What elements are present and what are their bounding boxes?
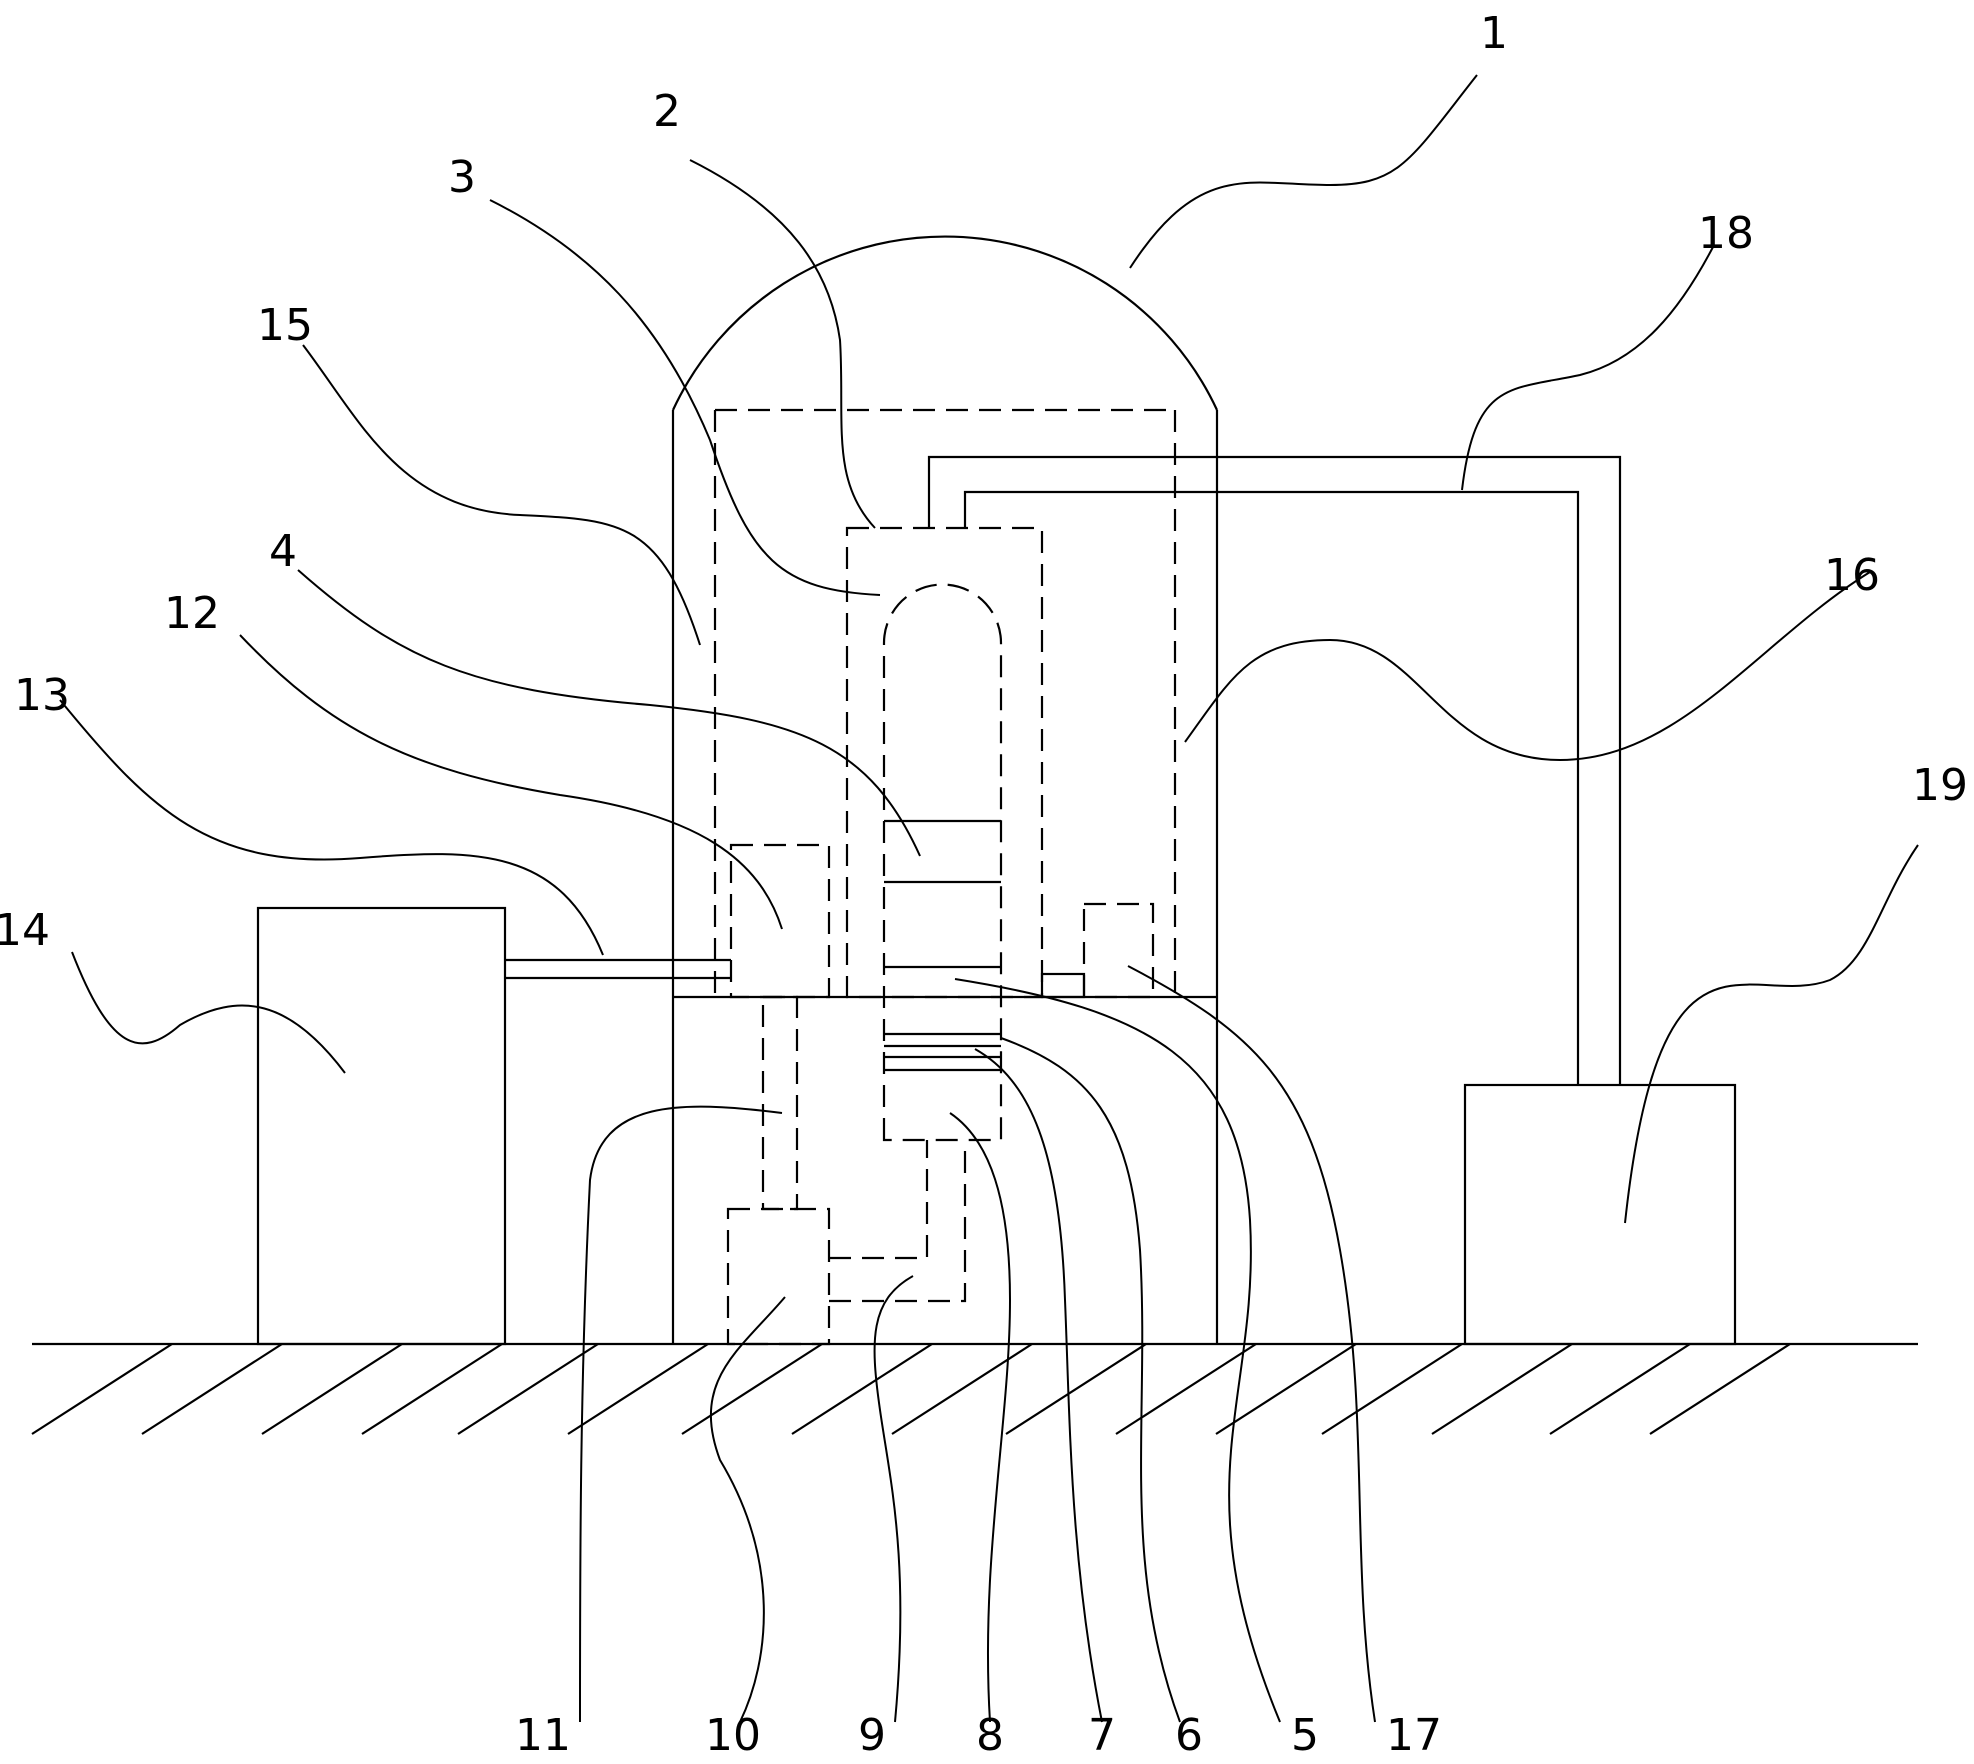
leader-7 <box>974 1048 1103 1723</box>
leader-15 <box>302 344 701 646</box>
callout-10: 10 <box>705 1710 761 1759</box>
callout-2: 2 <box>653 86 681 137</box>
leader-lines <box>59 74 1919 1723</box>
callout-16: 16 <box>1824 550 1880 601</box>
tank-19 <box>1463 1083 1737 1346</box>
leader-19 <box>1624 844 1919 1224</box>
callout-14: 14 <box>0 905 50 956</box>
pipe-13 <box>505 958 731 980</box>
callout-18: 18 <box>1698 208 1754 259</box>
callout-3: 3 <box>448 152 476 203</box>
component-17 <box>1040 902 1155 999</box>
leader-12 <box>239 634 783 930</box>
ground-hatching <box>31 1343 1791 1435</box>
callout-13: 13 <box>14 670 70 721</box>
pipe-9 <box>829 1140 967 1303</box>
vessel-enclosure <box>845 526 1044 999</box>
callout-5: 5 <box>1291 1710 1319 1759</box>
callout-6: 6 <box>1175 1710 1203 1759</box>
callout-9: 9 <box>858 1710 886 1759</box>
leader-9 <box>873 1275 914 1723</box>
leader-3 <box>489 199 881 596</box>
callout-8: 8 <box>976 1710 1004 1759</box>
pipe-18 <box>927 455 1622 1085</box>
leader-10 <box>709 1296 786 1723</box>
callout-12: 12 <box>164 588 220 639</box>
callout-7: 7 <box>1088 1710 1116 1759</box>
callout-17: 17 <box>1386 1710 1442 1759</box>
leader-1 <box>1129 74 1478 269</box>
leader-11 <box>579 1105 783 1723</box>
callout-11: 11 <box>515 1710 571 1759</box>
leader-2 <box>689 159 876 529</box>
lower-pool <box>726 1207 831 1346</box>
leader-16 <box>1184 571 1871 762</box>
leader-6 <box>1000 1037 1181 1723</box>
external-tank <box>256 906 507 1346</box>
callout-19: 19 <box>1912 760 1968 811</box>
callout-1: 1 <box>1480 8 1508 59</box>
inner-compartment <box>713 408 1177 997</box>
ground <box>31 1342 1918 1435</box>
reactor-vessel <box>882 583 1003 1142</box>
vessel-internals <box>884 819 1001 1072</box>
leader-13 <box>59 699 604 956</box>
callout-15: 15 <box>257 300 313 351</box>
leader-8 <box>949 1112 1012 1723</box>
callout-4: 4 <box>269 526 297 577</box>
leader-14 <box>71 951 346 1074</box>
leader-4 <box>297 569 921 857</box>
containment-dome <box>672 235 1218 411</box>
leader-17 <box>1127 965 1376 1723</box>
vertical-duct <box>761 995 799 1211</box>
containment-building <box>671 235 1219 1344</box>
leader-18 <box>1461 246 1714 491</box>
leader-5 <box>954 978 1281 1723</box>
callout-labels: 1 2 3 4 5 6 7 8 9 10 11 12 13 14 15 16 1… <box>0 8 1968 1761</box>
